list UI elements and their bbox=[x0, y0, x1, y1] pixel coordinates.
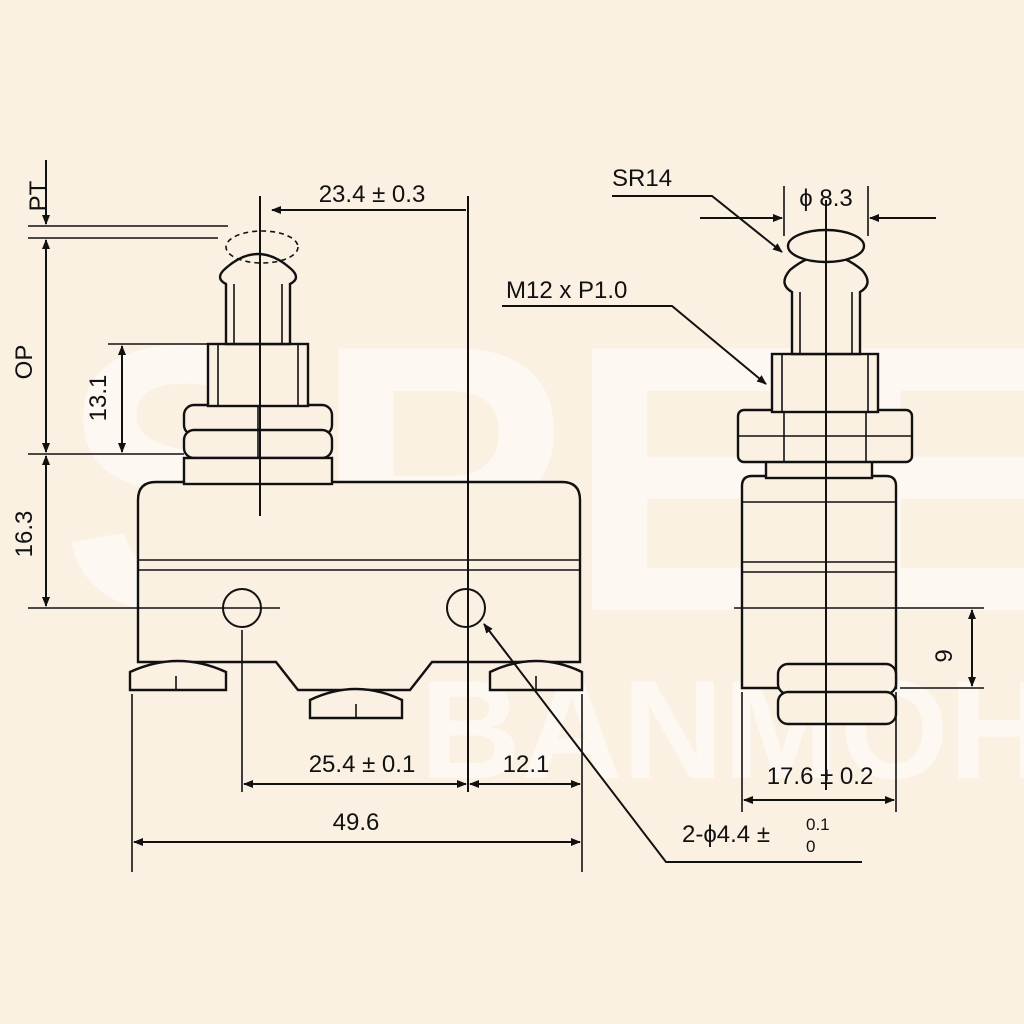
terminal-center bbox=[308, 687, 404, 720]
front-view: PT OP 13.1 16.3 23.4 ± 0.3 25.4 ± 0.1 12… bbox=[11, 160, 862, 872]
op-height-value: 13.1 bbox=[85, 375, 112, 422]
thread-spec-leader bbox=[502, 305, 767, 385]
mounting-hole-right bbox=[446, 588, 486, 628]
hole-edge-value: 12.1 bbox=[503, 751, 550, 778]
pt-label: PT bbox=[25, 180, 52, 211]
hole-spec-label: 2-ϕ4.4 ± bbox=[682, 821, 770, 848]
plunger-offset-value: 23.4 ± 0.3 bbox=[319, 181, 426, 208]
plunger-diameter-value: ϕ 8.3 bbox=[799, 185, 852, 212]
side-hole-height-value: 9 bbox=[931, 649, 958, 662]
switch-body-outline bbox=[136, 480, 582, 692]
bushing-base bbox=[182, 456, 334, 486]
terminal-right bbox=[488, 659, 584, 692]
side-terminal-upper bbox=[776, 662, 898, 696]
op-label: OP bbox=[11, 345, 38, 380]
threaded-shaft bbox=[206, 342, 310, 408]
side-terminal-lower bbox=[776, 690, 898, 726]
plunger bbox=[218, 252, 298, 346]
thread-spec-label: M12 x P1.0 bbox=[506, 277, 627, 304]
side-body bbox=[740, 474, 898, 690]
hole-spec-leader bbox=[483, 623, 862, 863]
hole-spec-tol-lower: 0 bbox=[806, 837, 815, 856]
side-width-value: 17.6 ± 0.2 bbox=[767, 763, 874, 790]
terminal-left bbox=[128, 659, 228, 692]
plunger-pretravel-ghost bbox=[225, 230, 299, 264]
total-length-value: 49.6 bbox=[333, 809, 380, 836]
hole-spacing-value: 25.4 ± 0.1 bbox=[309, 751, 416, 778]
hole-spec-tol-upper: 0.1 bbox=[806, 815, 830, 834]
body-height-value: 16.3 bbox=[11, 511, 38, 558]
sphere-radius-leader bbox=[612, 195, 783, 253]
side-view: 9 17.6 ± 0.2 ϕ 8.3 SR14 M12 x P1.0 2-ϕ4.… bbox=[502, 165, 984, 856]
sphere-radius-label: SR14 bbox=[612, 165, 672, 192]
